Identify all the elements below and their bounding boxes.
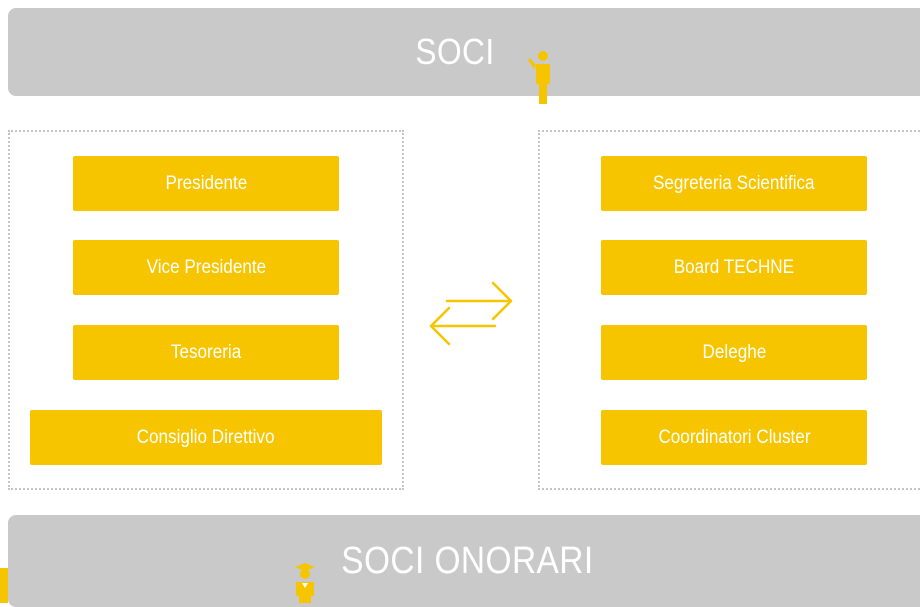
soci-banner: SOCI [8,8,920,96]
graduate-icon [295,563,315,603]
role-consiglio-direttivo[interactable]: Consiglio Direttivo [30,410,382,465]
left-roles-panel [8,130,404,490]
soci-onorari-title: SOCI ONORARI [340,539,594,582]
person-icon [528,51,550,104]
accent-tab [0,568,8,603]
soci-onorari-banner: SOCI ONORARI [8,515,920,607]
role-tesoreria[interactable]: Tesoreria [73,325,339,380]
role-deleghe[interactable]: Deleghe [601,325,867,380]
right-roles-panel [538,130,920,490]
role-presidente[interactable]: Presidente [73,156,339,211]
role-vice-presidente[interactable]: Vice Presidente [73,240,339,295]
role-segreteria-scientifica[interactable]: Segreteria Scientifica [601,156,867,211]
exchange-arrows-icon [429,281,513,346]
role-board-techne[interactable]: Board TECHNE [601,240,867,295]
soci-title: SOCI [415,31,495,72]
role-coordinatori-cluster[interactable]: Coordinatori Cluster [601,410,867,465]
